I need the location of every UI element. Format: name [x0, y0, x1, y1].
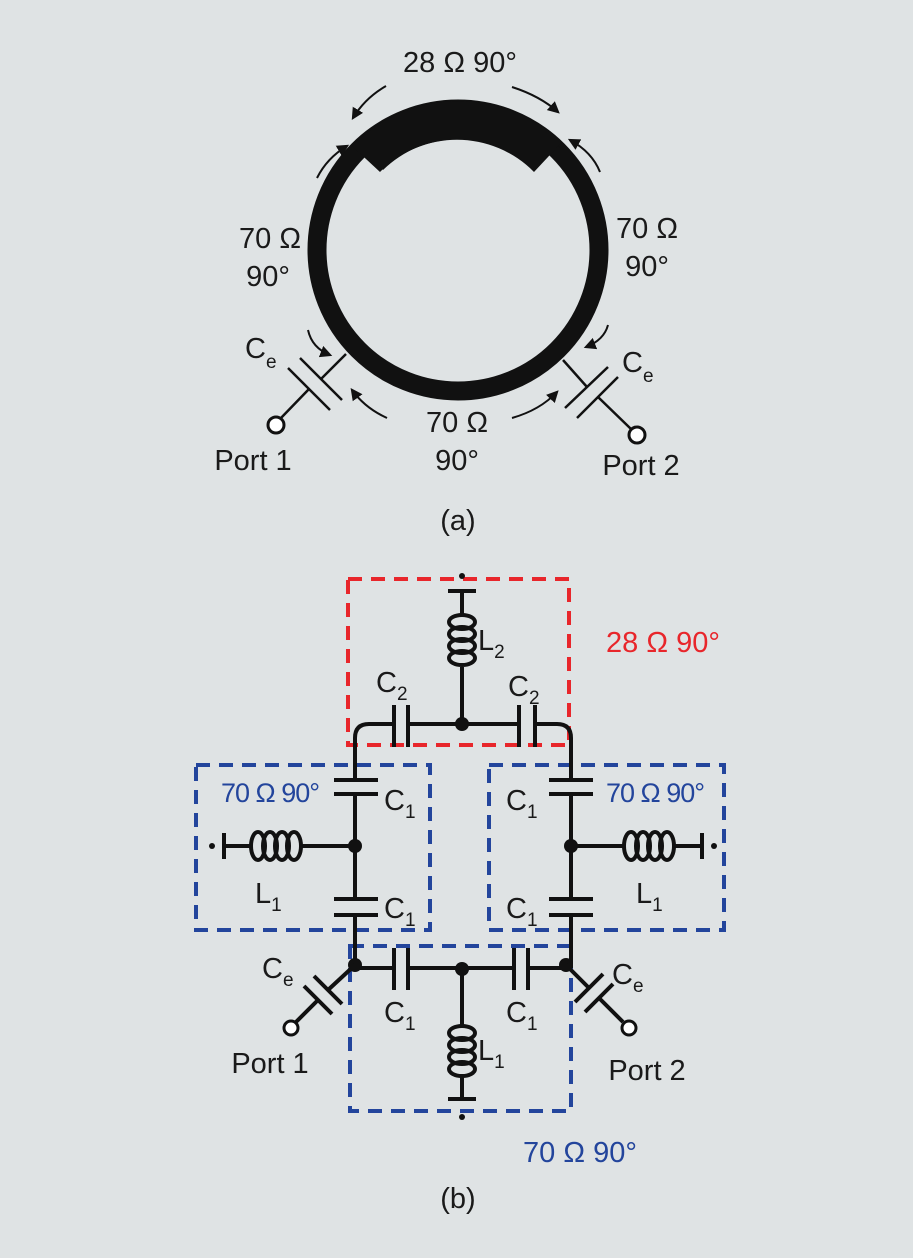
- right-wire: [535, 722, 573, 780]
- port2-terminal: [627, 425, 647, 445]
- capacitor-ce-port2-b: [564, 963, 625, 1024]
- arrow-icon: [511, 390, 559, 419]
- label-l1-bottom: L1: [478, 1035, 505, 1073]
- label-port1: Port 1: [214, 445, 291, 477]
- capacitor-ce-port2: [562, 359, 632, 430]
- port2-terminal-b: [620, 1019, 638, 1037]
- capacitor-c2-left: [392, 705, 410, 747]
- label-c1-right-lower: C1: [506, 893, 538, 931]
- label-port2: Port 2: [602, 450, 679, 482]
- label-c1-bottom-right: C1: [506, 997, 538, 1035]
- blue-right-section-box: [487, 763, 726, 932]
- inductor-l1-bottom: [447, 969, 477, 1099]
- label-70-ohm-blue-bottom: 70 Ω 90°: [523, 1137, 637, 1169]
- label-c1-right-upper: C1: [506, 785, 538, 823]
- capacitor-c1-left-upper: [334, 778, 378, 796]
- label-right-angle: 90°: [625, 251, 669, 283]
- label-ce-left: Ce: [245, 333, 277, 373]
- ground-icon: [448, 1097, 476, 1120]
- label-l1-right: L1: [636, 878, 663, 916]
- blue-left-section-box: [194, 763, 432, 932]
- arrow-icon: [307, 329, 333, 358]
- label-bottom-angle: 90°: [435, 445, 479, 477]
- label-ce-left-b: Ce: [262, 953, 294, 991]
- capacitor-c1-left-lower: [334, 897, 378, 917]
- label-c1-bottom-left: C1: [384, 997, 416, 1035]
- capacitor-c1-bottom-left: [392, 948, 410, 990]
- label-c1-left-lower: C1: [384, 893, 416, 931]
- label-port2-b: Port 2: [608, 1055, 685, 1087]
- inductor-l2: [447, 592, 477, 724]
- arrow-icon: [350, 388, 388, 419]
- label-left-impedance: 70 Ω: [239, 223, 301, 255]
- label-l2: L2: [478, 625, 505, 663]
- left-wire: [353, 722, 394, 780]
- label-port1-b: Port 1: [231, 1048, 308, 1080]
- blue-bottom-section-box: [348, 944, 573, 1113]
- capacitor-ce-port1: [279, 353, 347, 420]
- label-c2-right: C2: [508, 671, 540, 709]
- label-70-ohm-blue-right: 70 Ω 90°: [606, 778, 704, 808]
- capacitor-c1-right-lower: [549, 897, 593, 917]
- arrow-icon: [511, 86, 560, 114]
- arrow-icon: [351, 85, 387, 121]
- label-28-ohm-red: 28 Ω 90°: [606, 627, 720, 659]
- arrow-icon: [583, 324, 609, 350]
- arrow-icon: [316, 144, 350, 179]
- caption-b: (b): [440, 1183, 475, 1215]
- label-ce-right: Ce: [622, 347, 654, 387]
- label-c1-left-upper: C1: [384, 785, 416, 823]
- label-l1-left: L1: [255, 878, 282, 916]
- label-bottom-impedance: 70 Ω: [426, 407, 488, 439]
- arrow-icon: [567, 138, 601, 173]
- inductor-l1-right: [571, 830, 702, 862]
- ring-diagram: 28 Ω 90° 70 Ω 90° 70 Ω 90° 70 Ω 90° Ce C…: [214, 47, 679, 537]
- label-c2-left: C2: [376, 667, 408, 705]
- label-ce-right-b: Ce: [612, 959, 644, 997]
- ground-icon: [700, 833, 717, 859]
- label-28-ohm: 28 Ω 90°: [403, 47, 517, 79]
- ground-icon: [209, 833, 226, 859]
- ground-icon: [448, 573, 476, 593]
- label-right-impedance: 70 Ω: [616, 213, 678, 245]
- capacitor-c2-right: [517, 705, 537, 747]
- capacitor-c1-right-upper: [549, 778, 593, 796]
- label-left-angle: 90°: [246, 261, 290, 293]
- junction-node: [455, 717, 469, 731]
- label-70-ohm-blue-left: 70 Ω 90°: [221, 778, 319, 808]
- port1-terminal-b: [282, 1019, 300, 1037]
- thick-28-ohm-section-outer: [352, 101, 562, 172]
- lumped-circuit: 28 Ω 90° 70 Ω 90° 70 Ω 90° 70 Ω 90° L2 C…: [194, 573, 726, 1215]
- caption-a: (a): [440, 505, 475, 537]
- port1-terminal: [266, 415, 286, 435]
- inductor-l1-left: [224, 830, 355, 862]
- red-section-box: [346, 577, 571, 747]
- capacitor-ce-port1-b: [294, 963, 357, 1024]
- capacitor-c1-bottom-right: [512, 948, 530, 990]
